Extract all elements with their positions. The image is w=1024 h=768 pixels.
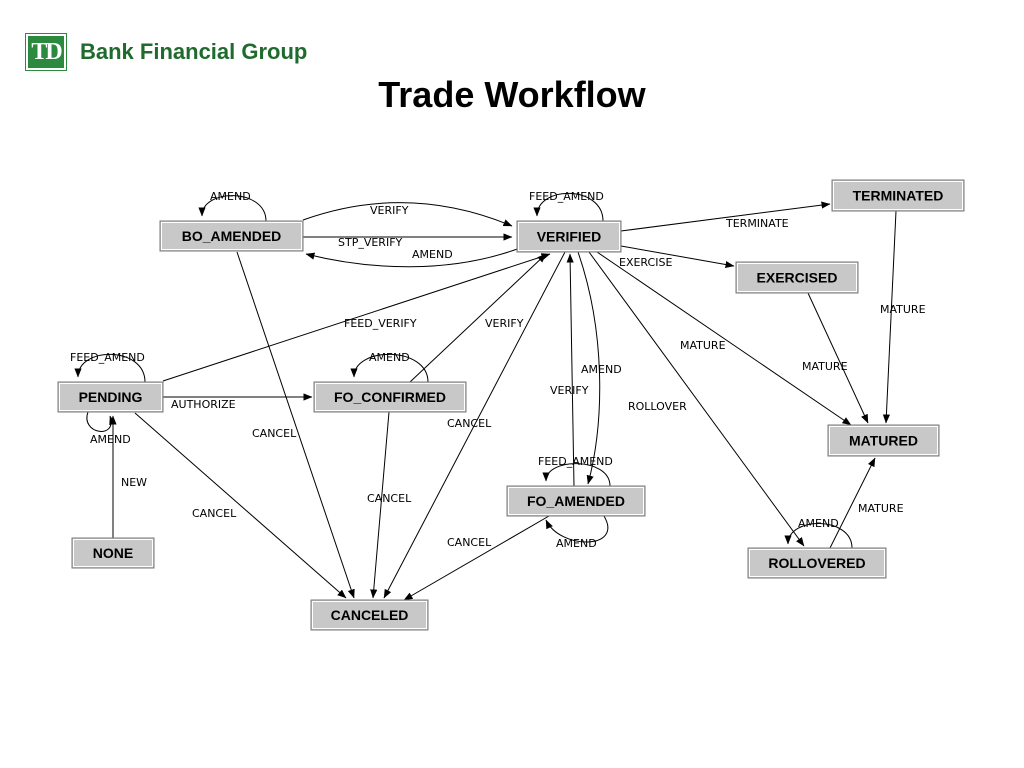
label-feed-verify: FEED_VERIFY (344, 317, 417, 330)
edge-feed-verify (162, 253, 551, 382)
node-label: PENDING (79, 389, 143, 405)
brand: TD Bank Financial Group (25, 33, 308, 71)
node-pending: PENDING (57, 381, 164, 413)
label-rollovered-amend: AMEND (798, 517, 839, 530)
label-rollover: ROLLOVER (628, 400, 687, 413)
node-label: EXERCISED (757, 270, 838, 286)
node-label: MATURED (849, 433, 918, 449)
edge-terminate (620, 201, 831, 232)
node-bo-amended: BO_AMENDED (159, 220, 304, 252)
label-fo-confirmed-cancel: CANCEL (367, 492, 412, 505)
label-fo-confirmed-amend: AMEND (369, 351, 410, 364)
label-pending-cancel: CANCEL (192, 507, 237, 520)
label-verified-amend-fo: AMEND (581, 363, 622, 376)
edge-fo-confirmed-cancel (370, 411, 390, 599)
label-bo-amend: AMEND (210, 190, 251, 203)
label-verified-amend-back: AMEND (412, 248, 453, 261)
label-stp-verify: STP_VERIFY (338, 236, 403, 249)
label-pending-feed-amend: FEED_AMEND (70, 351, 145, 364)
node-label: NONE (93, 545, 133, 561)
brand-name: Bank Financial Group (80, 39, 308, 64)
edge-verified-amend-fo (577, 251, 601, 485)
edge-exercised-mature (807, 292, 869, 424)
node-fo-confirmed: FO_CONFIRMED (313, 381, 467, 413)
label-authorize: AUTHORIZE (171, 398, 236, 411)
label-bo-amended-cancel: CANCEL (252, 427, 297, 440)
label-exercise: EXERCISE (619, 256, 672, 269)
label-terminate: TERMINATE (725, 217, 789, 230)
node-label: CANCELED (331, 607, 409, 623)
label-exercised-mature: MATURE (802, 360, 848, 373)
edge-fo-amended-verify (566, 253, 575, 487)
label-fo-amended-amend: AMEND (556, 537, 597, 550)
node-canceled: CANCELED (310, 599, 429, 631)
node-none: NONE (71, 537, 155, 569)
label-rollovered-mature: MATURE (858, 502, 904, 515)
label-bo-verify: VERIFY (370, 204, 409, 217)
edge-verified-mature (596, 251, 852, 426)
edge-bo-amended-cancel (236, 251, 355, 599)
edge-verified-cancel (383, 251, 566, 599)
label-new: NEW (121, 476, 147, 489)
label-verified-mature: MATURE (680, 339, 726, 352)
node-label: FO_AMENDED (527, 493, 625, 509)
edge-pending-cancel (134, 412, 347, 599)
edge-rollover (588, 251, 805, 547)
node-verified: VERIFIED (516, 220, 622, 253)
edge-verified-amend-back (305, 247, 521, 268)
edge-fo-amended-amend (545, 515, 609, 543)
edge-exercise (620, 245, 735, 269)
page-title: Trade Workflow (378, 74, 646, 115)
edge-fo-amended-feed-amend (542, 463, 611, 487)
label-verified-cancel: CANCEL (447, 417, 492, 430)
edge-rollovered-amend (784, 523, 853, 549)
label-fo-confirmed-verify: VERIFY (485, 317, 524, 330)
edge-fo-confirmed-amend (350, 353, 429, 383)
label-verified-feed-amend: FEED_AMEND (529, 190, 604, 203)
edge-labels: AMEND VERIFY STP_VERIFY AMEND FEED_AMEND… (70, 190, 926, 550)
node-fo-amended: FO_AMENDED (506, 485, 646, 517)
edge-bo-verify (302, 202, 513, 227)
label-pending-amend: AMEND (90, 433, 131, 446)
edges (74, 192, 897, 601)
node-label: VERIFIED (537, 229, 602, 245)
edge-rollovered-mature (829, 457, 876, 549)
edge-pending-amend (86, 411, 117, 432)
node-label: FO_CONFIRMED (334, 389, 446, 405)
node-terminated: TERMINATED (831, 179, 965, 212)
label-fo-amended-verify: VERIFY (550, 384, 589, 397)
node-matured: MATURED (827, 424, 940, 457)
label-fo-amended-feed-amend: FEED_AMEND (538, 455, 613, 468)
edge-verified-feed-amend (533, 192, 604, 222)
edge-terminated-mature (882, 210, 897, 424)
node-label: TERMINATED (853, 188, 944, 204)
edge-pending-feed-amend (74, 353, 146, 383)
node-exercised: EXERCISED (735, 261, 859, 294)
label-terminated-mature: MATURE (880, 303, 926, 316)
edge-fo-confirmed-verify (409, 253, 547, 383)
edge-fo-amended-cancel (403, 515, 550, 601)
label-fo-amended-cancel: CANCEL (447, 536, 492, 549)
node-label: BO_AMENDED (182, 228, 282, 244)
td-logo: TD (25, 33, 67, 71)
edge-bo-amended-amend (198, 195, 267, 222)
node-rollovered: ROLLOVERED (747, 547, 887, 579)
node-label: ROLLOVERED (768, 555, 865, 571)
